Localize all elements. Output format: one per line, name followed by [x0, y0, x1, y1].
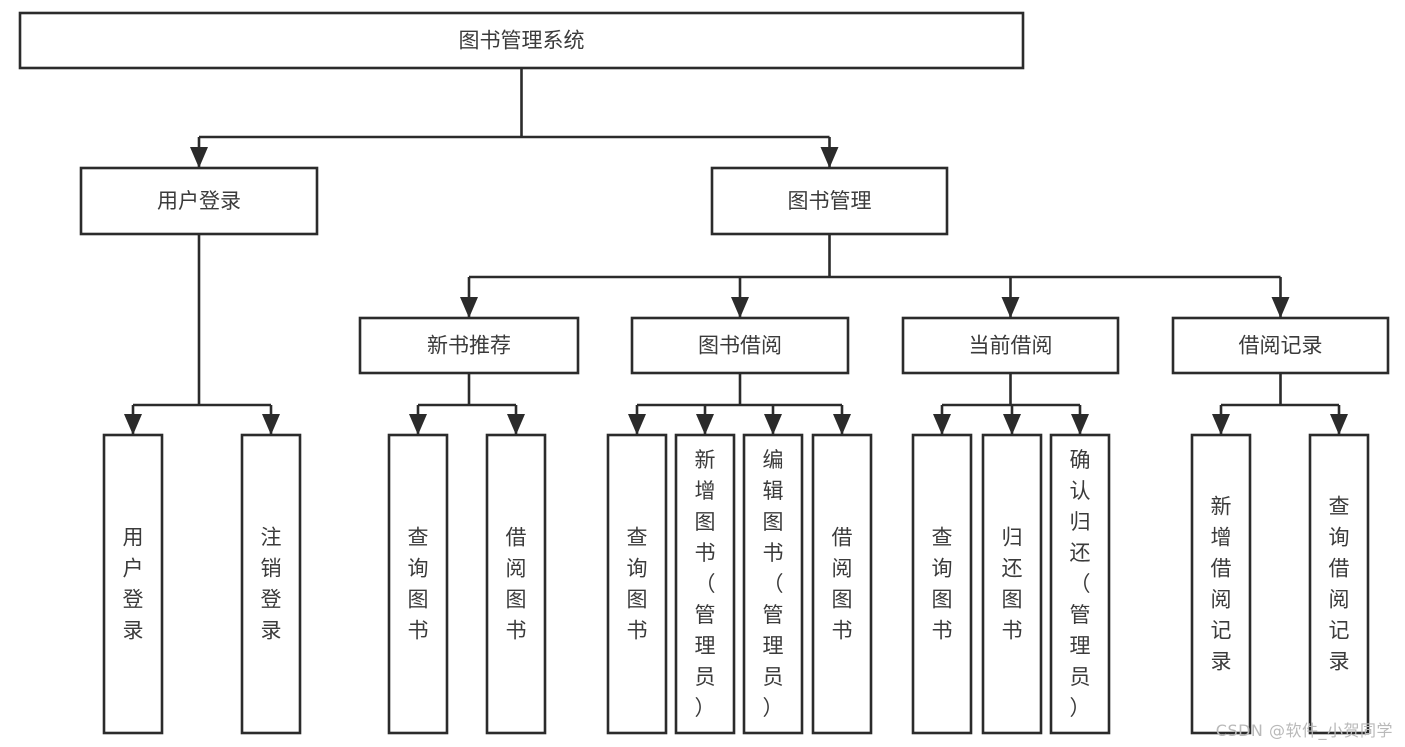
arrow-head-icon — [262, 414, 280, 435]
arrow-head-icon — [507, 414, 525, 435]
node-leaf-confirm-return-admin[interactable]: 确认归还（管理员） — [1049, 433, 1111, 735]
node-box — [901, 316, 1120, 375]
node-leaf-user-login[interactable]: 用户登录 — [102, 433, 164, 735]
node-leaf-borrow-books-1[interactable]: 借阅图书 — [485, 433, 547, 735]
node-leaf-borrow-books-2[interactable]: 借阅图书 — [811, 433, 873, 735]
node-label: 注销登录 — [261, 525, 282, 642]
node-label: 当前借阅 — [969, 334, 1053, 358]
node-box — [1171, 316, 1390, 375]
node-box — [485, 433, 547, 735]
arrow-head-icon — [764, 414, 782, 435]
node-label: 借阅记录 — [1239, 334, 1323, 358]
node-leaf-add-book-admin[interactable]: 新增图书（管理员） — [674, 433, 736, 735]
node-box — [1049, 433, 1111, 735]
node-box — [358, 316, 580, 375]
node-label: 新增图书（管理员） — [695, 448, 716, 720]
node-new-book-recommend[interactable]: 新书推荐 — [358, 316, 580, 375]
arrow-head-icon — [696, 414, 714, 435]
node-box — [811, 433, 873, 735]
arrow-head-icon — [933, 414, 951, 435]
node-box — [102, 433, 164, 735]
arrow-head-icon — [833, 414, 851, 435]
node-leaf-user-logout[interactable]: 注销登录 — [240, 433, 302, 735]
node-box — [911, 433, 973, 735]
arrow-head-icon — [124, 414, 142, 435]
node-label: 确认归还（管理员） — [1070, 448, 1091, 720]
node-box — [79, 166, 319, 236]
node-layer: 图书管理系统用户登录用户登录注销登录图书管理新书推荐查询图书借阅图书图书借阅查询… — [18, 11, 1390, 735]
node-book-borrow[interactable]: 图书借阅 — [630, 316, 850, 375]
node-label: 图书借阅 — [698, 334, 782, 358]
node-box — [981, 433, 1043, 735]
node-root[interactable]: 图书管理系统 — [18, 11, 1025, 70]
node-label: 用户登录 — [123, 525, 144, 642]
node-leaf-query-books-2[interactable]: 查询图书 — [606, 433, 668, 735]
node-box — [1190, 433, 1252, 735]
node-label: 归还图书 — [1002, 525, 1023, 642]
arrow-head-icon — [409, 414, 427, 435]
node-label: 图书管理 — [788, 189, 872, 213]
node-leaf-return-books[interactable]: 归还图书 — [981, 433, 1043, 735]
node-label: 图书管理系统 — [459, 29, 585, 53]
node-box — [674, 433, 736, 735]
node-label: 借阅图书 — [832, 525, 853, 642]
node-label: 编辑图书（管理员） — [763, 448, 784, 720]
connector-layer — [124, 68, 1348, 435]
arrow-head-icon — [1001, 297, 1020, 318]
node-leaf-query-books-1[interactable]: 查询图书 — [387, 433, 449, 735]
node-label: 查询图书 — [408, 525, 429, 642]
node-box — [240, 433, 302, 735]
node-book-management[interactable]: 图书管理 — [710, 166, 949, 236]
arrow-head-icon — [460, 297, 478, 318]
arrow-head-icon — [628, 414, 646, 435]
node-box — [606, 433, 668, 735]
node-label: 新增借阅记录 — [1211, 494, 1232, 673]
arrow-head-icon — [1330, 414, 1348, 435]
node-current-borrow[interactable]: 当前借阅 — [901, 316, 1120, 375]
node-box — [18, 11, 1025, 70]
node-label: 新书推荐 — [427, 334, 511, 358]
node-leaf-query-borrow-record[interactable]: 查询借阅记录 — [1308, 433, 1370, 735]
node-leaf-query-books-3[interactable]: 查询图书 — [911, 433, 973, 735]
node-label: 查询借阅记录 — [1329, 494, 1350, 673]
node-user-login[interactable]: 用户登录 — [79, 166, 319, 236]
node-label: 借阅图书 — [506, 525, 527, 642]
node-box — [387, 433, 449, 735]
node-box — [742, 433, 804, 735]
node-leaf-add-borrow-record[interactable]: 新增借阅记录 — [1190, 433, 1252, 735]
node-borrow-records[interactable]: 借阅记录 — [1171, 316, 1390, 375]
arrow-head-icon — [1212, 414, 1230, 435]
node-label: 查询图书 — [932, 525, 953, 642]
node-label: 查询图书 — [627, 525, 648, 642]
arrow-head-icon — [1271, 297, 1290, 318]
node-box — [1308, 433, 1370, 735]
arrow-head-icon — [1003, 414, 1021, 435]
arrow-head-icon — [731, 297, 749, 318]
node-label: 用户登录 — [157, 189, 241, 213]
node-box — [710, 166, 949, 236]
node-box — [630, 316, 850, 375]
arrow-head-icon — [820, 147, 839, 168]
arrow-head-icon — [190, 147, 208, 168]
node-leaf-edit-book-admin[interactable]: 编辑图书（管理员） — [742, 433, 804, 735]
arrow-head-icon — [1071, 414, 1089, 435]
